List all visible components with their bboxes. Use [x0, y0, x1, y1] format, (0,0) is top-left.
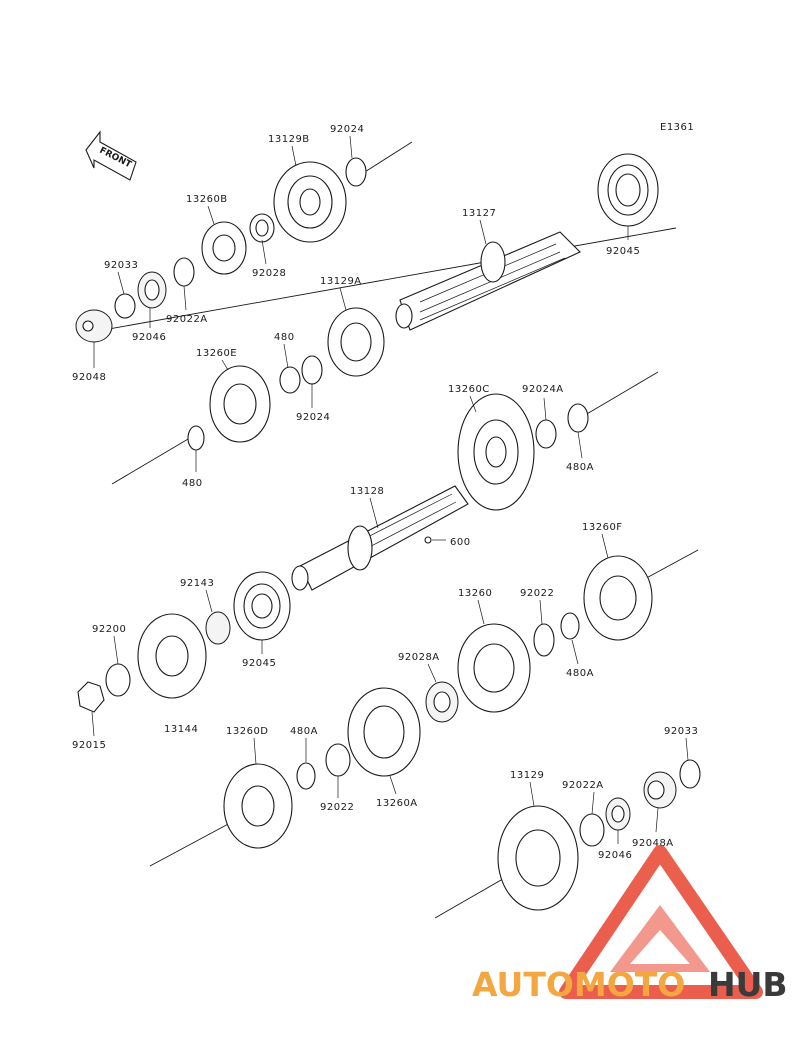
collar-92048A	[643, 771, 677, 809]
label-13260C: 13260C	[448, 384, 490, 395]
label-13260: 13260	[458, 588, 492, 599]
watermark-logo	[559, 845, 763, 999]
label-13127: 13127	[462, 208, 496, 219]
front-arrow-icon: FRONT	[85, 130, 137, 181]
label-92028: 92028	[252, 268, 286, 279]
label-13129B: 13129B	[268, 134, 310, 145]
gear-13260D	[223, 763, 293, 849]
label-92048A: 92048A	[632, 838, 674, 849]
label-480A-top: 480A	[566, 462, 594, 473]
ball-600	[424, 536, 432, 544]
label-13260D: 13260D	[226, 726, 269, 737]
diagram-code: E1361	[660, 122, 694, 133]
washer-92033-low	[679, 759, 701, 789]
label-480-lower: 480	[182, 478, 203, 489]
callout-leaders	[91, 135, 689, 844]
label-13260A: 13260A	[376, 798, 418, 809]
bushing-92028	[249, 213, 275, 243]
label-13260E: 13260E	[196, 348, 237, 359]
label-92048: 92048	[72, 372, 106, 383]
ring-92024A	[535, 419, 557, 449]
circlip-480A-top	[567, 403, 589, 433]
label-92045-top: 92045	[606, 246, 640, 257]
label-92033-low: 92033	[664, 726, 698, 737]
washer-92022-low	[325, 743, 351, 777]
washer-92200	[105, 663, 131, 697]
label-92033-top: 92033	[104, 260, 138, 271]
label-92045-mid: 92045	[242, 658, 276, 669]
label-92022-low: 92022	[320, 802, 354, 813]
ring-92024-top	[345, 157, 367, 187]
nut-92015	[77, 681, 105, 713]
gear-13129	[497, 805, 579, 911]
label-13129A: 13129A	[320, 276, 362, 287]
washer-92022A-top	[173, 257, 195, 287]
washer-92033-top	[114, 293, 136, 319]
label-92028A: 92028A	[398, 652, 440, 663]
label-13260B: 13260B	[186, 194, 228, 205]
label-92022A-low: 92022A	[562, 780, 604, 791]
label-92015: 92015	[72, 740, 106, 751]
gear-13260B	[201, 221, 247, 275]
gear-13260C	[457, 393, 535, 511]
ring-92024-mid	[301, 355, 323, 385]
bearing-92045-mid	[233, 571, 291, 641]
label-480-upper: 480	[274, 332, 295, 343]
bushing-92028A	[425, 681, 459, 723]
collar-92048	[75, 309, 113, 343]
bearing-92045-top	[597, 153, 659, 227]
label-480A-mid: 480A	[566, 668, 594, 679]
gear-13260	[457, 623, 531, 713]
label-92143: 92143	[180, 578, 214, 589]
label-13144: 13144	[164, 724, 198, 735]
collar-92143	[205, 611, 231, 645]
label-600: 600	[450, 537, 471, 548]
label-13128: 13128	[350, 486, 384, 497]
label-92046-top: 92046	[132, 332, 166, 343]
label-92024-mid: 92024	[296, 412, 330, 423]
gear-13260F	[583, 555, 653, 641]
axis-lines	[91, 141, 699, 919]
gear-13260E	[209, 365, 271, 443]
label-92024-top: 92024	[330, 124, 364, 135]
watermark-text-part2: HUB	[708, 965, 788, 1004]
watermark-text-part1: AUTOMOTO	[472, 965, 685, 1004]
needle-bearing-92046-low	[605, 797, 631, 831]
shaft-13128	[291, 485, 469, 591]
sprocket-13144	[137, 613, 207, 699]
circlip-480A-mid	[560, 612, 580, 640]
label-92022A-top: 92022A	[166, 314, 208, 325]
label-92022: 92022	[520, 588, 554, 599]
washer-92022A-low	[579, 813, 605, 847]
circlip-480A-low	[296, 762, 316, 790]
label-92024A: 92024A	[522, 384, 564, 395]
circlip-480-upper	[279, 366, 301, 394]
part-labels: 13129B 92024 13260B 92028 92033 92022A 9…	[72, 124, 698, 861]
gear-13129A	[327, 307, 385, 377]
label-13129: 13129	[510, 770, 544, 781]
label-480A-low: 480A	[290, 726, 318, 737]
gear-13129B	[273, 161, 347, 243]
washer-92022	[533, 623, 555, 657]
label-92200: 92200	[92, 624, 126, 635]
label-92046-low: 92046	[598, 850, 632, 861]
shaft-13127	[395, 231, 581, 331]
label-13260F: 13260F	[582, 522, 623, 533]
circlip-480-lower	[187, 425, 205, 451]
gear-13260A	[347, 687, 421, 777]
needle-bearing-92046-top	[137, 271, 167, 309]
